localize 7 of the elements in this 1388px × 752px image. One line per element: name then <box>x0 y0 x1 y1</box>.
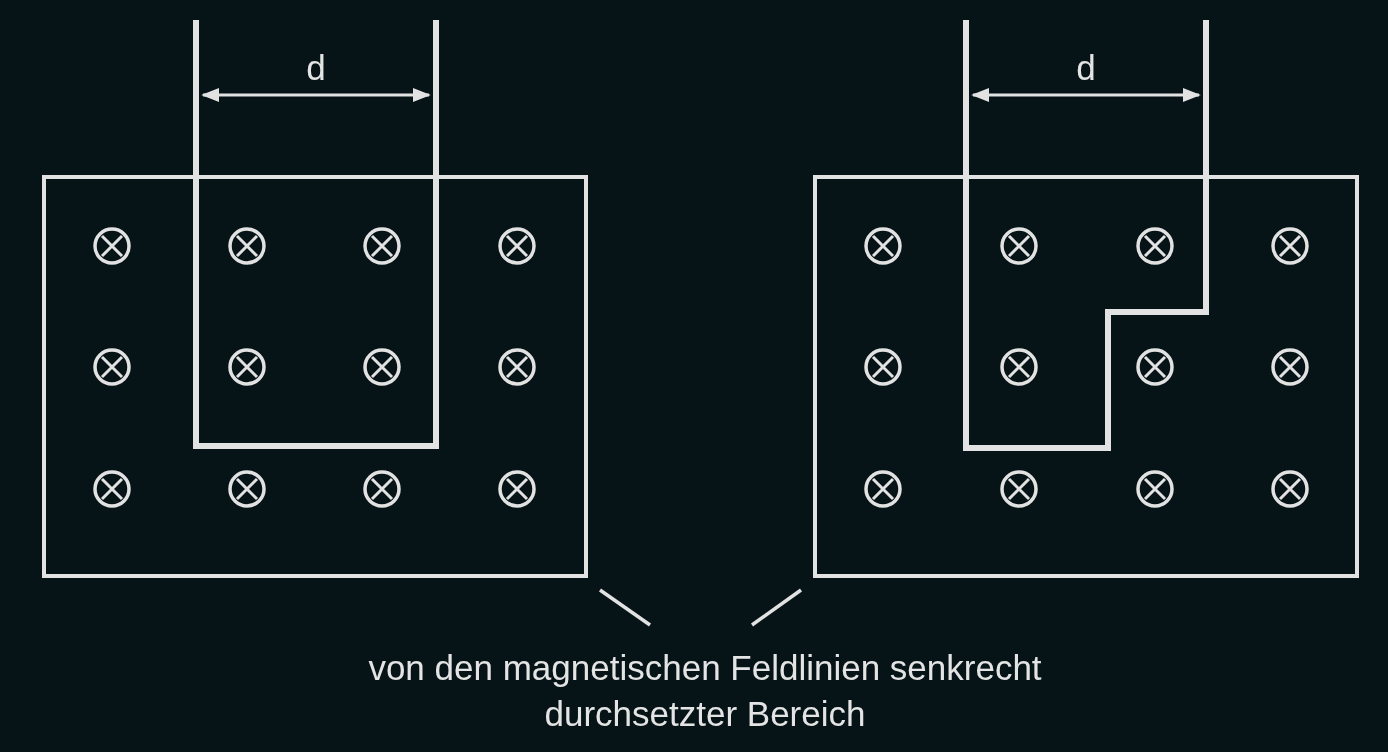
region-caption: von den magnetischen Feldlinien senkrecht durchsetzter Bereich <box>290 645 1120 739</box>
dimension-label: d <box>305 47 327 89</box>
leader-line <box>751 588 802 627</box>
field-region <box>42 175 588 578</box>
leader-line <box>599 588 651 627</box>
field-region <box>813 175 1359 578</box>
dimension-label: d <box>1075 47 1097 89</box>
